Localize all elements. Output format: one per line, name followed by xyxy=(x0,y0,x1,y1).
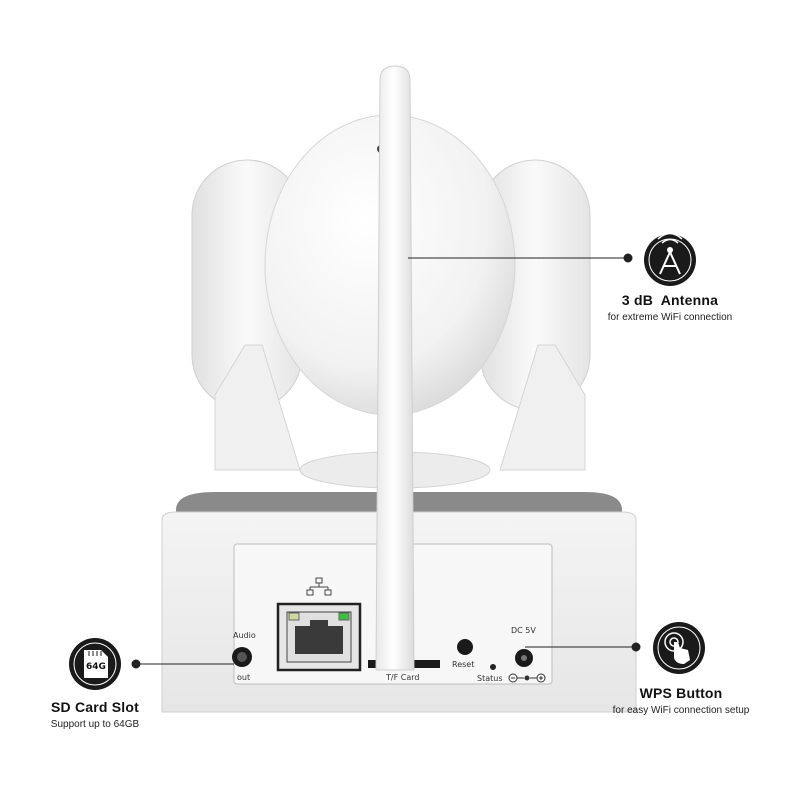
audio-jack xyxy=(232,647,252,667)
status-led xyxy=(490,664,496,670)
audio-label-top: Audio xyxy=(233,631,256,640)
sd-card-callout-subtitle: Support up to 64GB xyxy=(50,719,140,730)
sd-card-capacity-label: 64G xyxy=(86,662,106,672)
antenna xyxy=(375,65,415,671)
sd-card-icon xyxy=(69,638,121,690)
antenna-callout-title: 3 dB Antenna xyxy=(621,292,719,308)
reset-label: Reset xyxy=(452,660,475,669)
wps-callout: WPS Button for easy WiFi connection setu… xyxy=(596,685,766,716)
antenna-icon xyxy=(644,232,696,286)
camera-arms xyxy=(214,344,586,471)
tf-card-label: T/F Card xyxy=(386,673,420,682)
reset-button xyxy=(457,639,473,655)
wps-callout-title: WPS Button xyxy=(639,685,723,701)
antenna-callout-subtitle: for extreme WiFi connection xyxy=(607,312,733,323)
sd-card-callout: SD Card Slot Support up to 64GB xyxy=(25,699,165,730)
dc-label: DC 5V xyxy=(511,626,536,635)
wps-callout-subtitle: for easy WiFi connection setup xyxy=(612,705,750,716)
sd-card-callout-title: SD Card Slot xyxy=(51,699,139,715)
leader-lines xyxy=(131,253,641,669)
status-label: Status xyxy=(477,674,503,683)
lan-port xyxy=(276,602,362,672)
antenna-callout: 3 dB Antenna for extreme WiFi connection xyxy=(590,292,750,323)
dc-power-jack xyxy=(515,649,533,667)
network-icon xyxy=(306,577,332,596)
audio-label-bottom: out xyxy=(237,673,251,682)
polarity-icon xyxy=(508,673,546,683)
touch-icon xyxy=(653,622,705,674)
